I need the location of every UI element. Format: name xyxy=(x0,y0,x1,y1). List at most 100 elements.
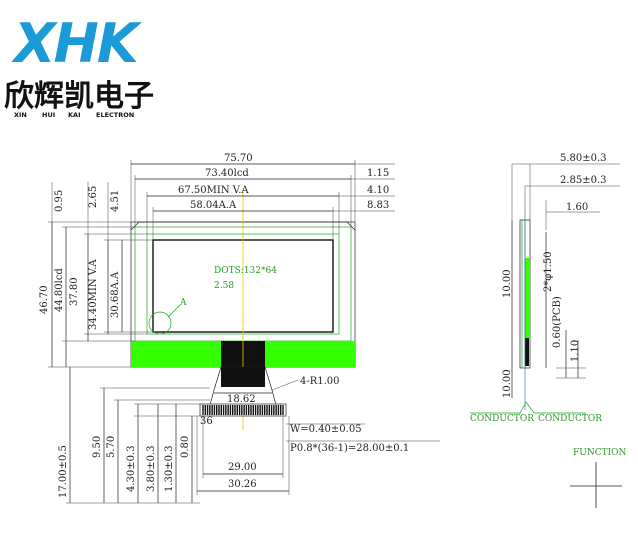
dim-pin-width: W=0.40±0.05 xyxy=(290,424,362,435)
logo-mark: XHK xyxy=(11,12,143,75)
dim-2-65: 2.65 xyxy=(88,186,99,208)
dim-9-50: 9.50 xyxy=(92,436,103,458)
side-dim-2-85: 2.85±0.3 xyxy=(560,175,607,186)
dim-34-40: 34.40MIN V.A xyxy=(88,259,99,330)
fpc-pin xyxy=(275,405,277,415)
dim-37-80: 37.80 xyxy=(69,277,80,306)
function-symbol: FUNCTION xyxy=(570,448,627,508)
dim-29-00: 29.00 xyxy=(228,462,257,473)
fpc-pin xyxy=(209,405,211,415)
dim-pitch: P0.8*(36-1)=28.00±0.1 xyxy=(290,443,409,454)
dim-46-70: 46.70 xyxy=(39,285,50,314)
dim-0-95: 0.95 xyxy=(54,190,65,212)
fpc-pin xyxy=(261,405,264,415)
fpc-pin xyxy=(227,405,229,415)
fpc-pin xyxy=(236,405,238,415)
side-green xyxy=(525,258,530,338)
dim-44-80lcd: 44.80lcd xyxy=(54,268,65,312)
fpc-pin xyxy=(270,405,273,415)
company-name-cn: 欣辉凯电子 xyxy=(4,79,154,114)
dim-4-10: 4.10 xyxy=(367,185,389,196)
left-dimensions: 46.70 44.80lcd 37.80 34.40MIN V.A 30.68A… xyxy=(39,182,153,368)
fpc-pin xyxy=(234,405,236,415)
pitch-label: 2.58 xyxy=(214,281,234,291)
fpc-pin xyxy=(266,405,268,415)
dim-67-50: 67.50MIN V.A xyxy=(178,185,249,196)
side-dim-10-00a: 10.00 xyxy=(502,269,513,298)
detail-circle xyxy=(148,311,172,335)
detail-leader xyxy=(167,304,181,318)
company-logo: XHK 欣辉凯电子 XIN HUI KAI ELECTRON xyxy=(4,12,154,119)
fpc-pin xyxy=(218,405,220,415)
fpc-pin xyxy=(238,405,241,415)
pin-strip xyxy=(199,403,287,417)
fpc-pin xyxy=(282,405,284,415)
fpc-pin xyxy=(206,405,209,415)
side-dim-phi: 2*φ1.50 xyxy=(543,251,554,292)
fpc-pin xyxy=(280,405,282,415)
fpc-pin xyxy=(259,405,261,415)
company-en-3: KAI xyxy=(68,111,81,119)
fpc-pin xyxy=(252,405,254,415)
fpc-pin xyxy=(268,405,270,415)
dim-75-70: 75.70 xyxy=(224,153,253,164)
fpc-black xyxy=(221,367,265,387)
fpc-pin xyxy=(216,405,218,415)
side-dim-pcb: 0.60(PCB) xyxy=(552,296,563,348)
dim-5-70: 5.70 xyxy=(106,436,117,458)
side-glass xyxy=(521,219,526,369)
top-dimensions: 75.70 73.40lcd 67.50MIN V.A 58.04A.A 1.1… xyxy=(130,153,395,240)
fpc-pin xyxy=(243,405,245,415)
fpc-pin xyxy=(213,405,216,415)
dim-30-68: 30.68A.A xyxy=(110,271,121,318)
fpc-pin xyxy=(273,405,275,415)
side-dim-10-00b: 10.00 xyxy=(502,369,513,398)
fpc-pin xyxy=(248,405,250,415)
conductor-label-2: CONDUCTOR xyxy=(538,414,602,424)
fpc-pin xyxy=(245,405,248,415)
side-dim-5-80: 5.80±0.3 xyxy=(560,153,607,164)
dim-4-51: 4.51 xyxy=(110,190,121,212)
company-en-4: ELECTRON xyxy=(96,111,134,119)
fpc-pin xyxy=(232,405,234,415)
dim-4-30: 4.30±0.3 xyxy=(126,445,137,492)
dim-r1: 4-R1.00 xyxy=(300,376,340,387)
fpc-pin xyxy=(225,405,227,415)
conductor-label-1: CONDUCTOR xyxy=(470,414,534,424)
fpc-pin xyxy=(220,405,222,415)
dim-1-30: 1.30±0.3 xyxy=(164,445,175,492)
fpc-pin xyxy=(250,405,252,415)
fpc-pin xyxy=(241,405,243,415)
company-en-1: XIN xyxy=(14,111,27,119)
fpc-pin xyxy=(257,405,259,415)
dim-1-15: 1.15 xyxy=(367,168,389,179)
fpc-pins xyxy=(202,405,284,415)
dim-58-04: 58.04A.A xyxy=(190,200,237,211)
fpc-pin xyxy=(204,405,206,415)
bottom-dimensions: 18.62 4-R1.00 36 W=0.40±0.05 P0.8*(36-1)… xyxy=(58,367,440,504)
function-label: FUNCTION xyxy=(573,448,627,458)
fpc-pin xyxy=(254,405,257,415)
dim-18-62: 18.62 xyxy=(227,394,256,405)
fpc-pin xyxy=(229,405,232,415)
fpc-pin xyxy=(222,405,225,415)
side-view: 5.80±0.3 2.85±0.3 1.60 10.00 2*φ1.50 0.6… xyxy=(470,153,620,424)
dim-30-26: 30.26 xyxy=(228,479,257,490)
fpc-pin xyxy=(211,405,213,415)
dim-8-83: 8.83 xyxy=(367,200,389,211)
dim-73-40lcd: 73.40lcd xyxy=(205,168,249,179)
fpc-pin xyxy=(264,405,266,415)
pin-36-label: 36 xyxy=(200,416,213,427)
dim-17-00: 17.00±0.5 xyxy=(58,445,69,498)
front-view: DOTS:132*64 2.58 A xyxy=(130,188,356,430)
dots-label: DOTS:132*64 xyxy=(214,266,277,276)
side-dim-1-10: 1.10 xyxy=(570,340,581,362)
side-dim-1-60: 1.60 xyxy=(566,202,588,213)
dim-3-80: 3.80±0.3 xyxy=(146,445,157,492)
fpc-pin xyxy=(277,405,280,415)
fpc-pin xyxy=(202,405,204,415)
detail-label: A xyxy=(179,298,187,308)
dim-0-80: 0.80 xyxy=(180,436,191,458)
company-en-2: HUI xyxy=(42,111,55,119)
